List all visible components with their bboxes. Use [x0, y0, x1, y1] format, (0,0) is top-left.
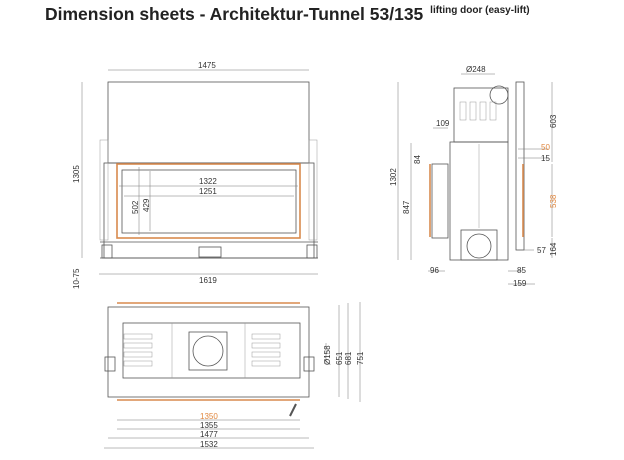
- drawing-line: [466, 233, 492, 259]
- dim-1355: 1355: [200, 421, 218, 430]
- drawing-line: [479, 101, 487, 121]
- title-text: Dimension sheets - Architektur-Tunnel 53…: [45, 4, 424, 24]
- drawing-line: [101, 244, 113, 259]
- drawing-line: [303, 356, 315, 372]
- drawing-line: [123, 360, 153, 367]
- fan-icon: [192, 335, 224, 367]
- dim-1305: 1305: [72, 165, 81, 183]
- drawing-line: [104, 356, 116, 372]
- dim-96: 96: [430, 266, 439, 275]
- plan-view: 1350 1355 1477 1532 Ø158 651 681 751: [104, 302, 365, 449]
- dim-1477: 1477: [200, 430, 218, 439]
- drawing-line: [251, 360, 281, 367]
- fan-box: [188, 331, 228, 371]
- front-view: 1475 1619 1305 10-75 1322 1251 502 429: [72, 61, 318, 289]
- door-frame: [116, 163, 301, 239]
- dim-651: 651: [335, 351, 344, 365]
- drawing-line: [251, 333, 281, 340]
- drawing-line: [306, 244, 318, 259]
- dim-1475: 1475: [198, 61, 216, 70]
- drawing-line: [123, 351, 153, 358]
- drawing-line: [123, 333, 153, 340]
- flue-box: [453, 87, 509, 143]
- dim-1251: 1251: [199, 187, 217, 196]
- dim-10-75: 10-75: [72, 268, 81, 289]
- page-title: Dimension sheets - Architektur-Tunnel 53…: [45, 4, 530, 25]
- dim-15: 15: [541, 154, 550, 163]
- drawing-line: [459, 101, 467, 121]
- dim-164: 164: [549, 242, 558, 256]
- drawing-line: [251, 351, 281, 358]
- dim-248: Ø248: [466, 65, 486, 74]
- drawing-line: [431, 163, 449, 239]
- drawing-line: [123, 333, 281, 367]
- air-inlet: [198, 246, 222, 258]
- dim-158: Ø158: [323, 345, 332, 365]
- plan-outline: [107, 306, 310, 398]
- subtitle-text: lifting door (easy-lift): [430, 5, 530, 17]
- dim-1350: 1350: [200, 412, 218, 421]
- side-view: Ø248 1302 847 109 84 603 50 15 538 164 5…: [389, 65, 558, 288]
- drawing-line: [122, 322, 301, 379]
- dim-57: 57: [537, 246, 546, 255]
- dim-603: 603: [549, 114, 558, 128]
- dim-109: 109: [436, 119, 450, 128]
- dim-85: 85: [517, 266, 526, 275]
- pulley: [489, 85, 509, 105]
- dim-50: 50: [541, 143, 550, 152]
- drawing-line: [308, 139, 318, 241]
- dim-502: 502: [131, 200, 140, 214]
- dim-1302: 1302: [389, 168, 398, 186]
- drawing-line: [289, 403, 297, 417]
- hood: [107, 81, 310, 164]
- dim-429: 429: [142, 198, 151, 212]
- dim-681: 681: [344, 351, 353, 365]
- glass: [121, 169, 297, 234]
- drawing-line: [469, 101, 477, 121]
- dim-1322: 1322: [199, 177, 217, 186]
- drawing-line: [460, 229, 498, 261]
- dim-1532: 1532: [200, 440, 218, 449]
- dim-1619: 1619: [199, 276, 217, 285]
- drawing-line: [489, 101, 497, 121]
- dim-751: 751: [356, 351, 365, 365]
- dim-84: 84: [413, 155, 422, 164]
- drawing-line: [99, 139, 109, 241]
- drawing-line: [251, 342, 281, 349]
- dim-538: 538: [549, 194, 558, 208]
- dim-159: 159: [513, 279, 527, 288]
- dim-847: 847: [402, 200, 411, 214]
- drawing-line: [123, 342, 153, 349]
